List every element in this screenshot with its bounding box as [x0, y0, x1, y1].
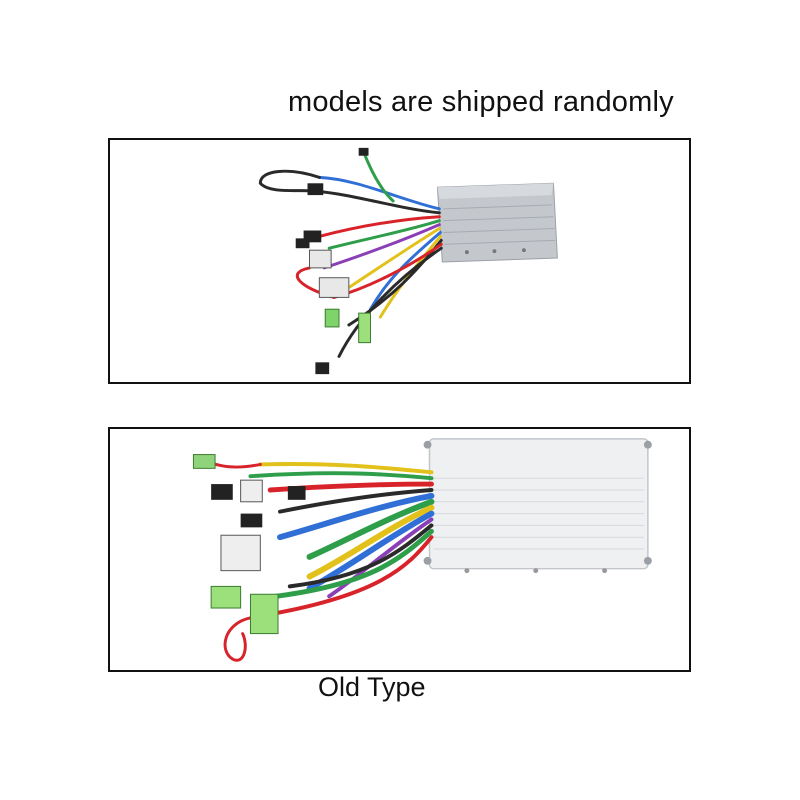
- connectors-new: [295, 147, 371, 375]
- shipping-note-caption: models are shipped randomly: [288, 86, 674, 118]
- controller-housing-new: [436, 182, 558, 263]
- wire-bundle-old: [204, 459, 435, 662]
- controller-housing-old: [423, 438, 652, 574]
- old-type-photo-frame: [108, 427, 691, 672]
- connectors-old: [192, 454, 306, 635]
- new-type-controller-photo: [258, 147, 558, 375]
- old-type-controller-photo: [192, 438, 652, 662]
- old-type-caption: Old Type: [318, 672, 426, 702]
- wire-bundle-new: [258, 150, 443, 358]
- new-type-photo-frame: [108, 138, 691, 384]
